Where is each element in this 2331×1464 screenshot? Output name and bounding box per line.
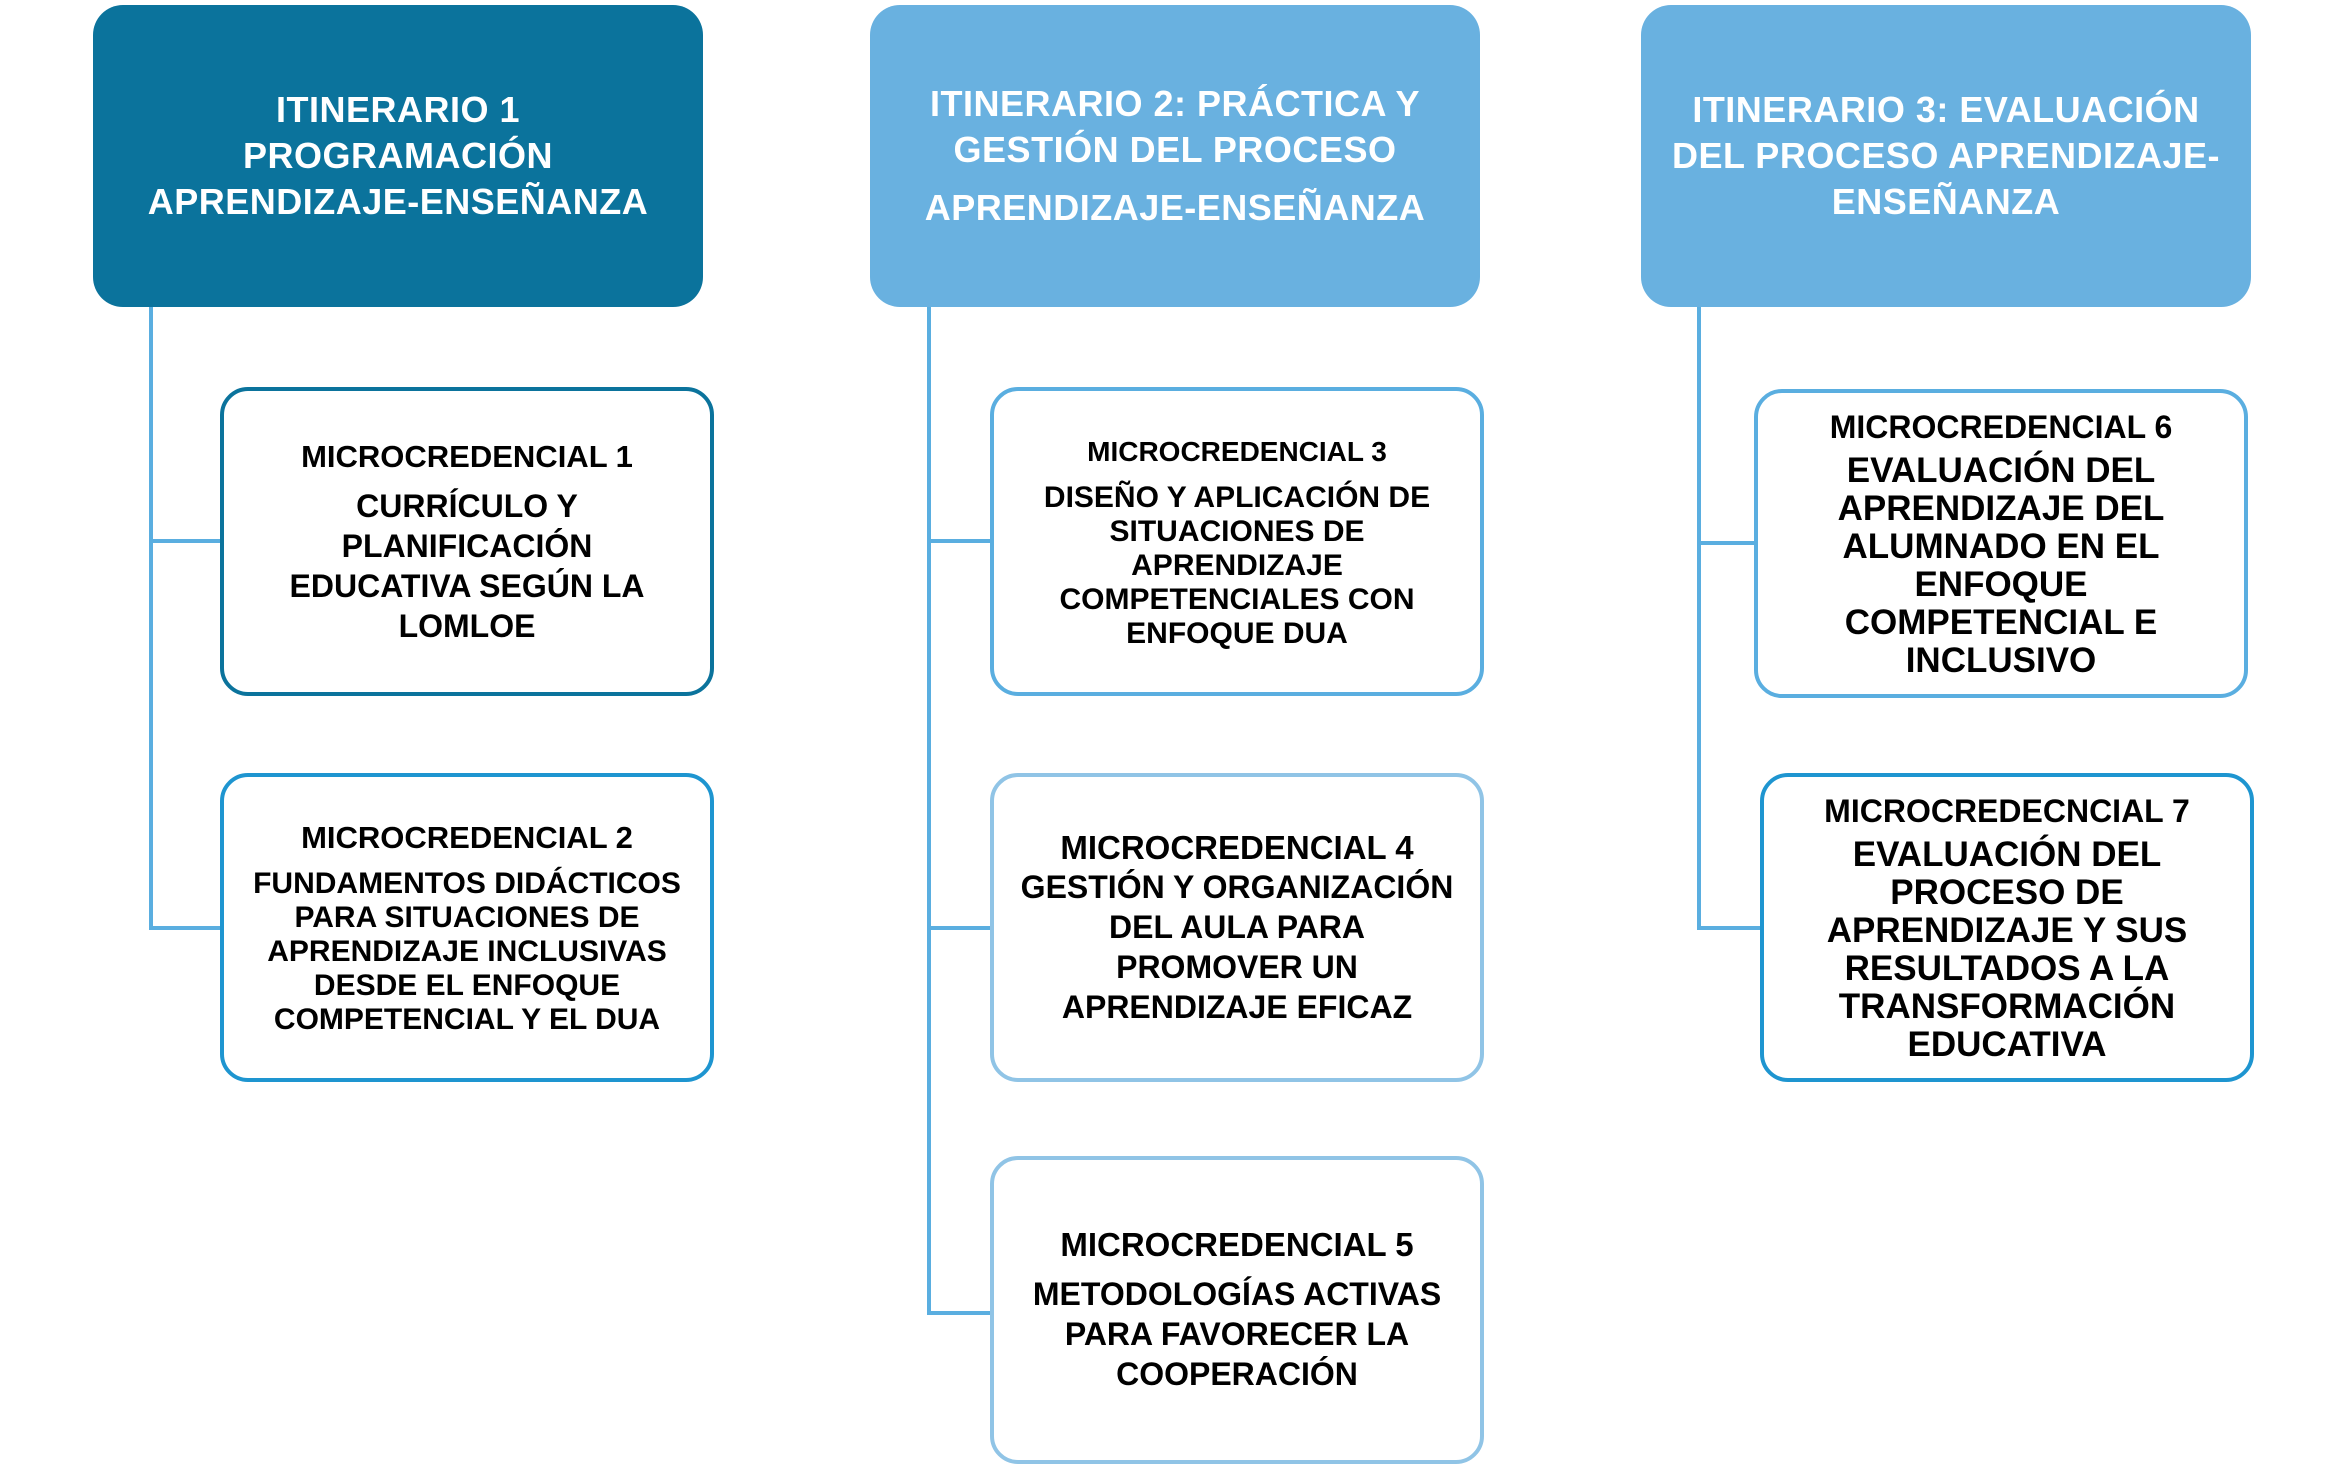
itinerary-3-line-1: ITINERARIO 3: EVALUACIÓN [1692,89,2200,130]
itinerary-2-line-3: APRENDIZAJE-ENSEÑANZA [924,187,1426,228]
itinerary-3-line-3: ENSEÑANZA [1831,181,2061,222]
itinerary-3-line-2: DEL PROCESO APRENDIZAJE- [1671,135,2221,176]
microcredential-5-title: MICROCREDENCIAL 5 [1060,1226,1414,1263]
microcredential-6-body: EVALUACIÓN DEL APRENDIZAJE DEL ALUMNADO … [1837,450,2165,680]
microcredential-1-card: MICROCREDENCIAL 1 CURRÍCULO Y PLANIFICAC… [220,387,714,696]
microcredential-3-body: DISEÑO Y APLICACIÓN DE SITUACIONES DE AP… [1043,480,1431,650]
microcredential-6-title: MICROCREDENCIAL 6 [1829,408,2173,445]
connector-mc1 [149,539,222,543]
itinerary-2-line-2: GESTIÓN DEL PROCESO [953,129,1397,170]
itinerary-3-connector-trunk [1697,307,1701,930]
connector-mc7 [1697,926,1762,930]
itinerary-2-header: ITINERARIO 2: PRÁCTICA Y GESTIÓN DEL PRO… [870,5,1480,307]
connector-mc3 [927,539,992,543]
connector-mc6 [1697,541,1756,545]
itinerary-2-connector-trunk [927,307,931,1315]
microcredential-2-card: MICROCREDENCIAL 2 FUNDAMENTOS DIDÁCTICOS… [220,773,714,1082]
microcredential-6-card: MICROCREDENCIAL 6 EVALUACIÓN DEL APRENDI… [1754,389,2248,698]
microcredential-2-title: MICROCREDENCIAL 2 [301,819,633,855]
microcredential-7-title: MICROCREDECNCIAL 7 [1824,792,2190,829]
microcredential-7-body: EVALUACIÓN DEL PROCESO DE APRENDIZAJE Y … [1826,834,2188,1064]
connector-mc4 [927,926,992,930]
connector-mc2 [149,926,222,930]
itinerary-1-line-2: PROGRAMACIÓN [243,135,553,176]
itinerary-1-header: ITINERARIO 1 PROGRAMACIÓN APRENDIZAJE-EN… [93,5,703,307]
microcredential-4-card: MICROCREDENCIAL 4 GESTIÓN Y ORGANIZACIÓN… [990,773,1484,1082]
microcredential-2-body: FUNDAMENTOS DIDÁCTICOS PARA SITUACIONES … [253,866,681,1036]
microcredential-5-card: MICROCREDENCIAL 5 METODOLOGÍAS ACTIVAS P… [990,1156,1484,1464]
connector-mc5 [927,1311,992,1315]
microcredential-5-body: METODOLOGÍAS ACTIVAS PARA FAVORECER LA C… [1032,1276,1442,1392]
microcredential-3-title: MICROCREDENCIAL 3 [1087,435,1387,467]
itinerary-1-line-3: APRENDIZAJE-ENSEÑANZA [147,181,649,222]
itinerary-3-header: ITINERARIO 3: EVALUACIÓN DEL PROCESO APR… [1641,5,2251,307]
itinerary-2-line-1: ITINERARIO 2: PRÁCTICA Y [929,83,1421,124]
itinerary-1-line-1: ITINERARIO 1 [275,89,521,130]
microcredential-4-title: MICROCREDENCIAL 4 [1060,828,1414,866]
microcredential-4-body: GESTIÓN Y ORGANIZACIÓN DEL AULA PARA PRO… [1020,868,1454,1025]
microcredential-3-card: MICROCREDENCIAL 3 DISEÑO Y APLICACIÓN DE… [990,387,1484,696]
microcredential-1-body: CURRÍCULO Y PLANIFICACIÓN EDUCATIVA SEGÚ… [289,487,645,644]
microcredential-1-title: MICROCREDENCIAL 1 [301,438,633,474]
itinerary-1-connector-trunk [149,307,153,930]
microcredential-7-card: MICROCREDECNCIAL 7 EVALUACIÓN DEL PROCES… [1760,773,2254,1082]
